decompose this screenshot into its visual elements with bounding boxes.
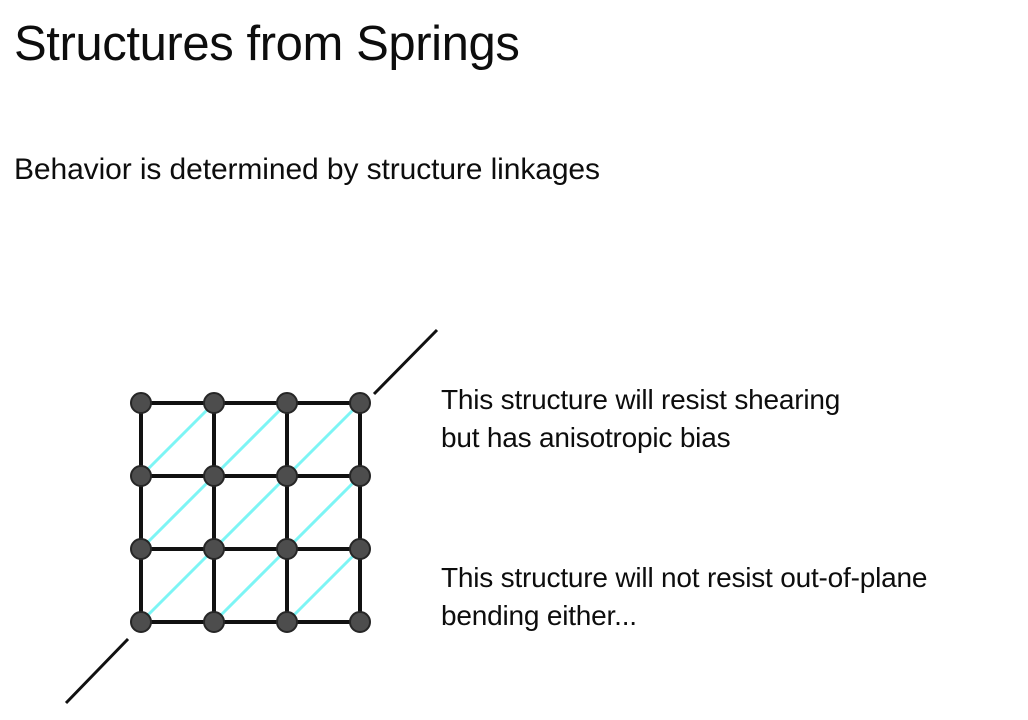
diagonal-spring [139, 401, 216, 478]
page-title: Structures from Springs [14, 17, 520, 71]
lattice-nodes-group [130, 392, 371, 633]
diagonal-spring [212, 547, 289, 624]
annotation-shearing-text: This structure will resist shearing but … [441, 384, 841, 453]
lattice-node [349, 392, 371, 414]
lattice-node [349, 538, 371, 560]
slide-subtitle: Behavior is determined by structure link… [14, 153, 600, 186]
lattice-node [130, 611, 152, 633]
annotation-bending-text: This structure will not resist out-of-pl… [441, 562, 928, 631]
lattice-node [276, 465, 298, 487]
lattice-node [203, 392, 225, 414]
lattice-node [130, 538, 152, 560]
diagonal-spring [212, 474, 289, 551]
lattice-node [130, 392, 152, 414]
lattice-node [203, 465, 225, 487]
diagonal-spring [212, 401, 289, 478]
lattice-node [203, 611, 225, 633]
diagonal-spring [285, 401, 362, 478]
lattice-node [130, 465, 152, 487]
diagonal-springs-group [139, 401, 362, 624]
lattice-node [203, 538, 225, 560]
lattice-node [276, 611, 298, 633]
lattice-node [276, 538, 298, 560]
diagonal-spring [139, 474, 216, 551]
leader-bottom-left [64, 637, 130, 705]
lattice-node [349, 465, 371, 487]
diagonal-spring [285, 474, 362, 551]
diagonal-spring [139, 547, 216, 624]
leader-top-right [372, 328, 439, 396]
lattice-node [349, 611, 371, 633]
lattice-edges-group [139, 401, 362, 624]
lattice-node [276, 392, 298, 414]
diagonal-spring [285, 547, 362, 624]
leader-lines-group [64, 328, 439, 705]
